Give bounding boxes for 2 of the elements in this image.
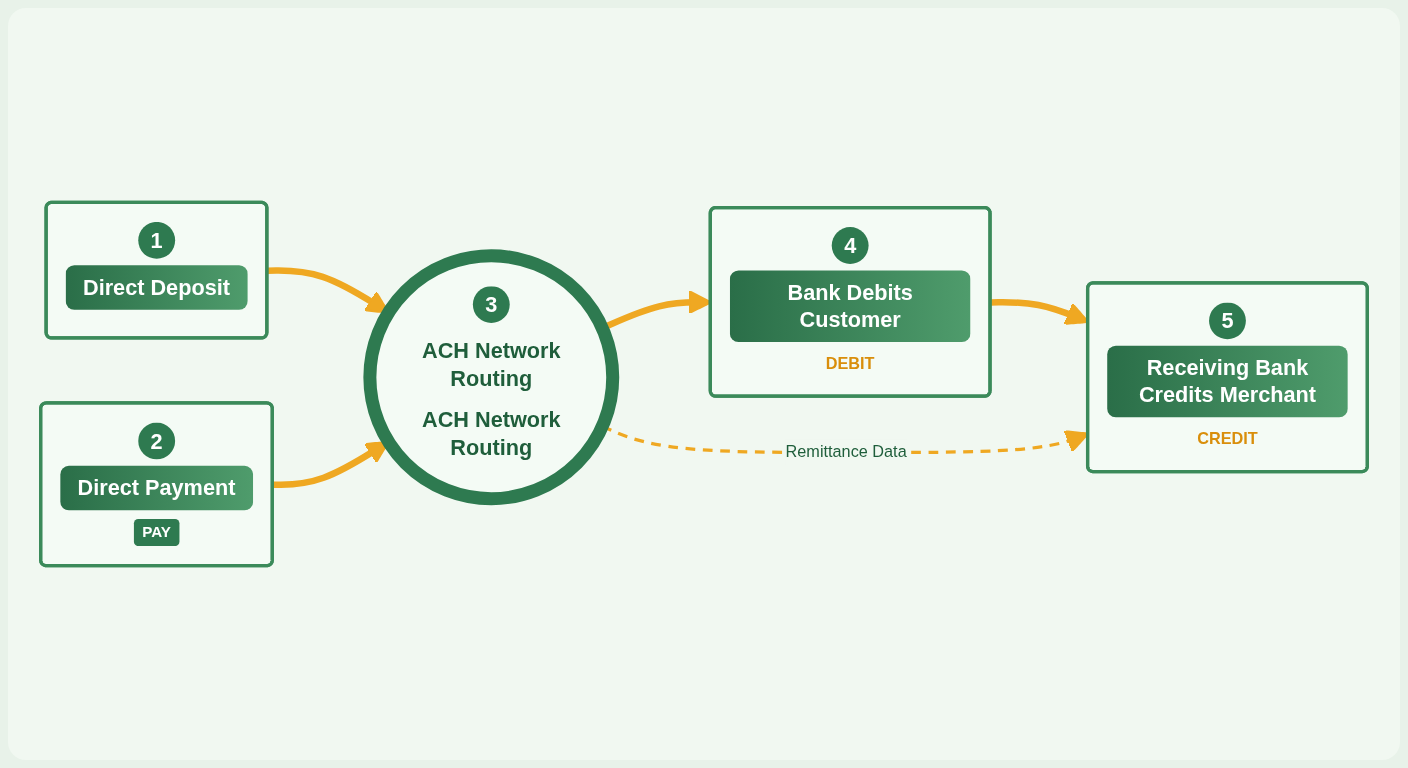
- edge-label: Remittance Data: [785, 441, 907, 461]
- node-circle: 3 ACH Network Routing ACH Network Routing: [363, 249, 620, 506]
